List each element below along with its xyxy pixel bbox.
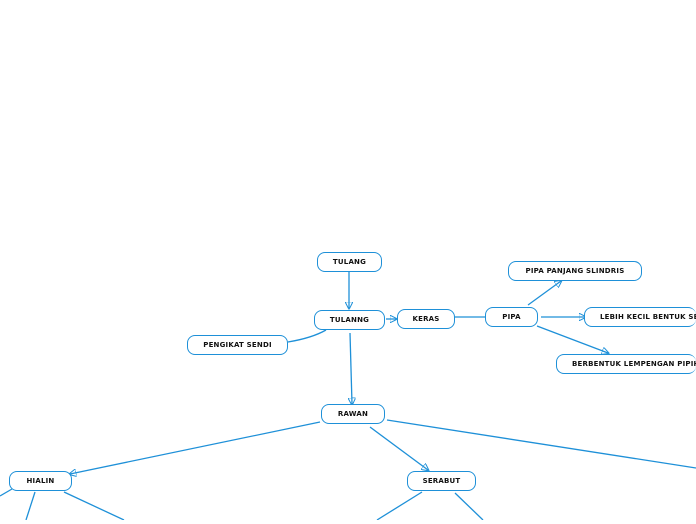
edge-tulanng-pengikat (287, 329, 327, 343)
node-pipa[interactable]: PIPA (485, 307, 538, 327)
node-tulang[interactable]: TULANG (317, 252, 382, 272)
edge-hialin-left2 (25, 491, 36, 521)
node-keras[interactable]: KERAS (397, 309, 455, 329)
node-hialin[interactable]: HIALIN (9, 471, 72, 491)
node-lebih-kecil[interactable]: LEBIH KECIL BENTUK SE (584, 307, 696, 327)
edge-rawan-offscreen (386, 419, 696, 469)
edge-rawan-hialin (70, 421, 321, 474)
node-pipa-panjang-slindris[interactable]: PIPA PANJANG SLINDRIS (508, 261, 642, 281)
node-tulanng[interactable]: TULANNG (314, 310, 385, 330)
edge-tulanng-rawan (350, 332, 352, 404)
edge-serabut-left (376, 491, 423, 521)
node-berbentuk-lempengan[interactable]: BERBENTUK LEMPENGAN PIPIH (556, 354, 696, 374)
node-pengikat-sendi[interactable]: PENGIKAT SENDI (187, 335, 288, 355)
edge-serabut-right (454, 492, 484, 521)
edge-rawan-serabut (369, 426, 428, 470)
node-rawan[interactable]: RAWAN (321, 404, 385, 424)
edge-hialin-right (63, 491, 125, 521)
node-serabut[interactable]: SERABUT (407, 471, 476, 491)
edge-pipa-berbentuk (536, 325, 608, 353)
edge-pipa-pipapanjang (527, 281, 561, 306)
edge-hialin-left1 (0, 488, 13, 497)
